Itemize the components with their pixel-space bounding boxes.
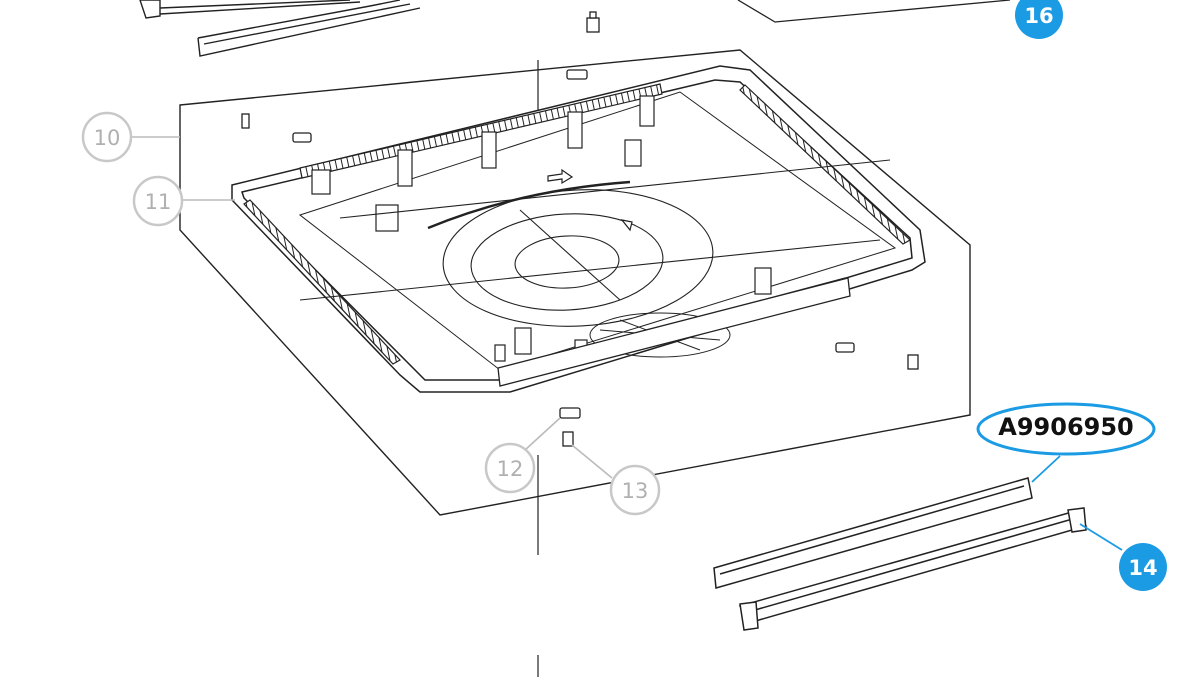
svg-text:A9906950: A9906950: [998, 413, 1133, 441]
part-number-label: A9906950: [976, 402, 1156, 456]
top-right-plate: [737, 0, 1011, 23]
turntable-rings: [299, 159, 891, 327]
callout-16: 16: [1015, 0, 1063, 39]
svg-text:12: 12: [497, 457, 524, 481]
callout-14: 14: [1119, 543, 1167, 591]
seal-strip-part: [713, 477, 1033, 589]
callout-10: 10: [81, 111, 133, 163]
direction-arrows: [547, 168, 633, 232]
connector-clips: [241, 69, 919, 447]
profile-rail-part-14: [738, 507, 1088, 631]
callout-12: 12: [484, 442, 536, 494]
mounting-tabs: [311, 95, 772, 362]
svg-text:14: 14: [1128, 556, 1157, 580]
svg-text:16: 16: [1024, 4, 1053, 28]
svg-text:11: 11: [145, 190, 172, 214]
svg-text:13: 13: [622, 479, 649, 503]
frame-front-edge: [497, 277, 851, 387]
svg-text:10: 10: [94, 126, 121, 150]
top-clip: [586, 11, 600, 33]
callout-11: 11: [132, 175, 184, 227]
callout-13: 13: [609, 464, 661, 516]
top-strip-part: [139, 0, 421, 57]
assembly-boundary: [179, 49, 971, 516]
leader-lines: [130, 136, 1123, 551]
